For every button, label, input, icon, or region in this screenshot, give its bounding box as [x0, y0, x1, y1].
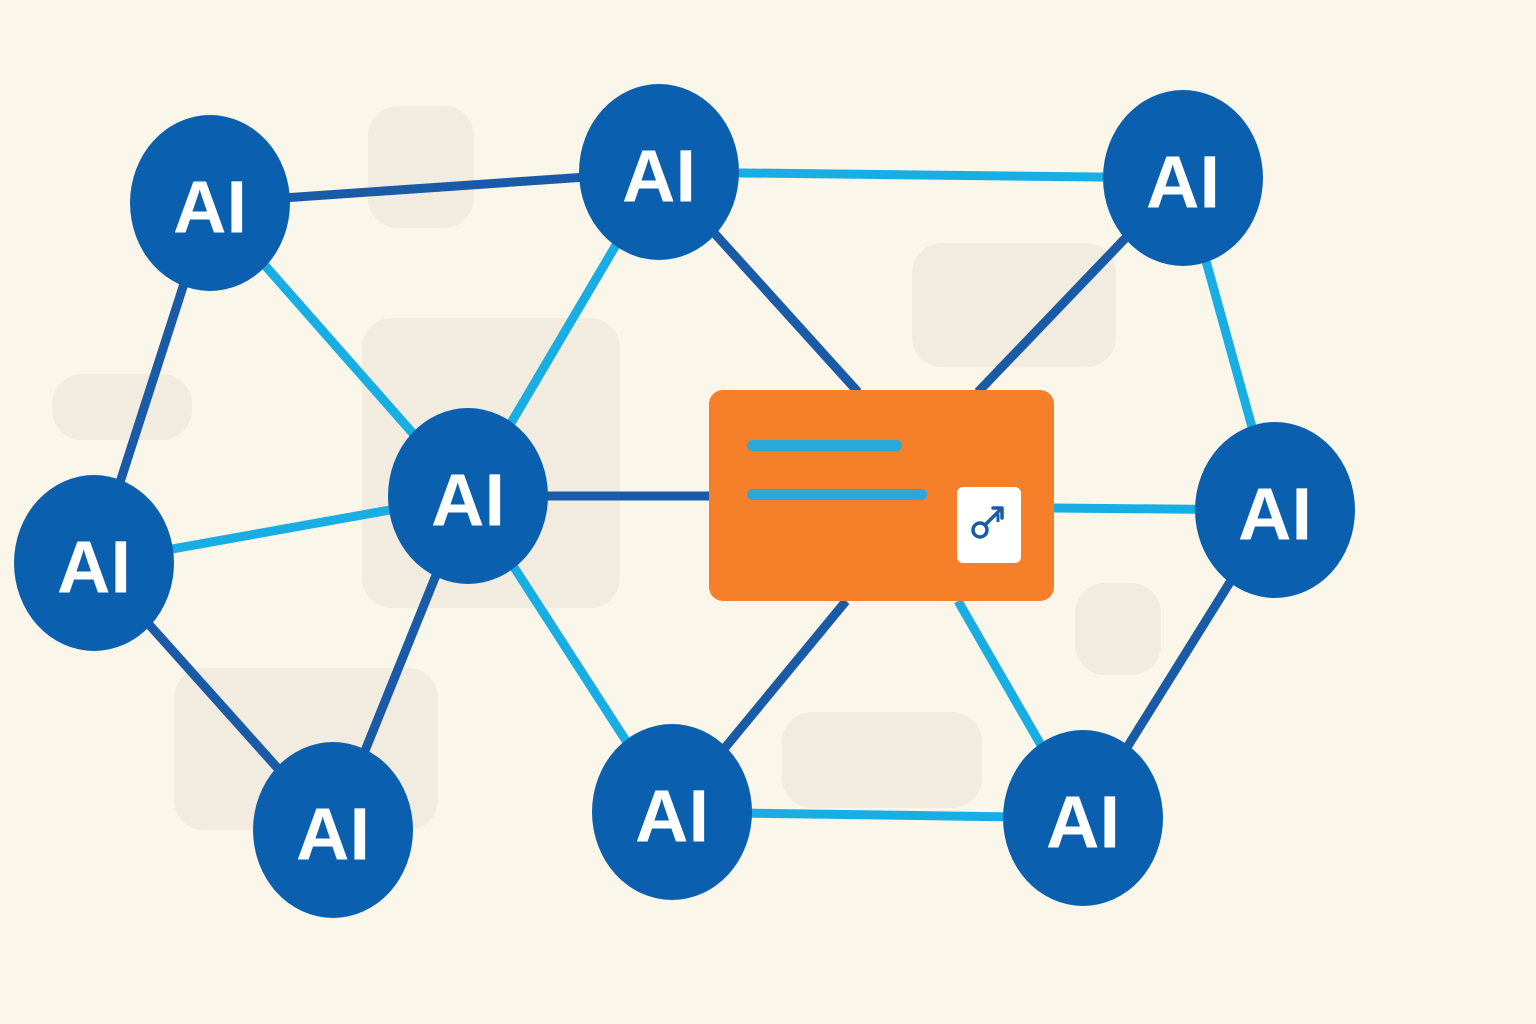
- node-circle: [388, 408, 548, 584]
- ai-node-3: AI: [1103, 90, 1263, 266]
- key-icon: [971, 506, 1004, 539]
- background-shape: [368, 106, 474, 228]
- node-circle: [130, 115, 290, 291]
- badge-background: [957, 487, 1021, 563]
- node-circle: [592, 724, 752, 900]
- ai-node-7: AI: [253, 742, 413, 918]
- data-card: [709, 390, 1054, 601]
- node-label: AI: [1238, 473, 1312, 556]
- node-label: AI: [57, 526, 131, 609]
- node-label: AI: [1046, 781, 1120, 864]
- node-label: AI: [1146, 141, 1220, 224]
- node-label: AI: [622, 135, 696, 218]
- ai-node-2: AI: [579, 84, 739, 260]
- ai-node-5: AI: [388, 408, 548, 584]
- edge-n2-n3: [658, 167, 1184, 183]
- background-shape: [782, 712, 982, 808]
- node-label: AI: [431, 459, 505, 542]
- card-text-line-1: [747, 440, 902, 451]
- node-circle: [1103, 90, 1263, 266]
- background-shape: [1075, 583, 1161, 675]
- card-badge: [957, 487, 1021, 563]
- node-circle: [1195, 422, 1355, 598]
- node-label: AI: [173, 166, 247, 249]
- background-shape: [912, 243, 1116, 367]
- node-circle: [579, 84, 739, 260]
- node-circle: [253, 742, 413, 918]
- node-circle: [1003, 730, 1163, 906]
- ai-node-6: AI: [1195, 422, 1355, 598]
- ai-nodes: AI AI AI AI AI AI AI AI AI: [14, 84, 1355, 918]
- node-circle: [14, 475, 174, 651]
- ai-node-4: AI: [14, 475, 174, 651]
- node-label: AI: [635, 775, 709, 858]
- ai-node-9: AI: [1003, 730, 1163, 906]
- card-text-line-2: [747, 489, 927, 500]
- background-shape: [52, 374, 192, 440]
- ai-node-8: AI: [592, 724, 752, 900]
- node-label: AI: [296, 793, 370, 876]
- ai-node-1: AI: [130, 115, 290, 291]
